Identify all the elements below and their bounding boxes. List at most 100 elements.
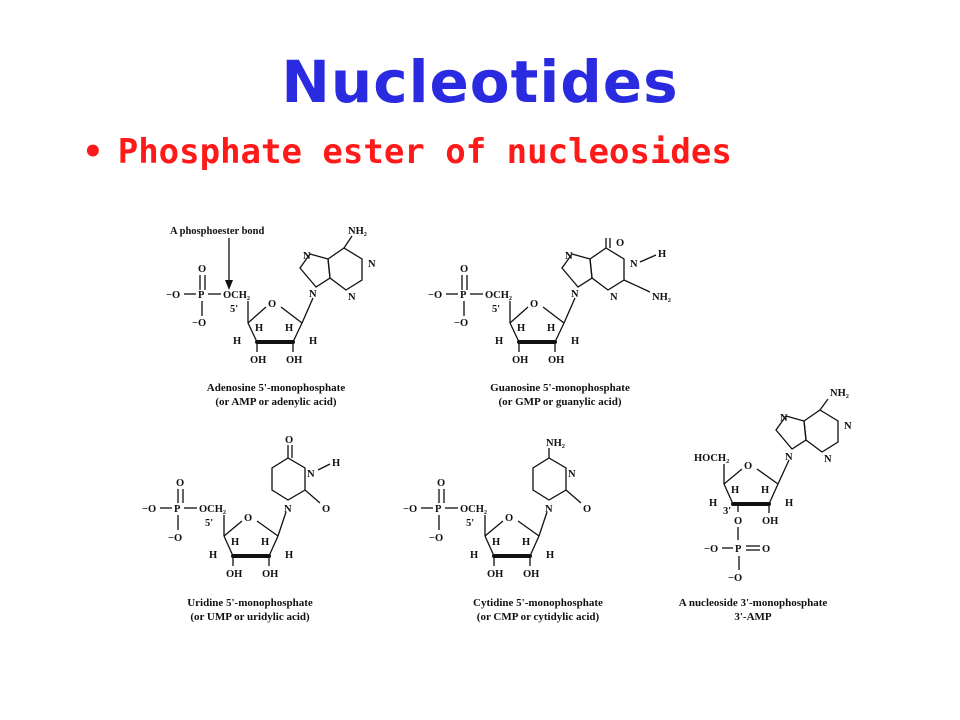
gmp-3oh: OH bbox=[548, 355, 564, 366]
amp3-2oh: OH bbox=[762, 516, 778, 527]
amp3-caption-1: A nucleoside 3'-monophosphate bbox=[679, 597, 828, 609]
amp3-ring-bond bbox=[723, 468, 743, 485]
amp3-3o: O bbox=[734, 516, 742, 527]
ump-n3-h: H bbox=[332, 458, 340, 469]
cmp-ring-bond bbox=[529, 535, 540, 557]
ump-uracil-ring bbox=[271, 457, 306, 501]
cmp-cytosine-ring bbox=[532, 457, 567, 501]
ump-structure: O −O P OCH₂ −O 5' O H H H H OH OH N O N … bbox=[142, 435, 340, 623]
ump-n1: N bbox=[284, 504, 292, 515]
amp3-h: H bbox=[731, 485, 739, 496]
amp3-ring-bond bbox=[768, 483, 779, 505]
ump-o4: O bbox=[285, 435, 293, 446]
cmp-structure: O −O P OCH₂ −O 5' O H H H H OH OH N NH₂ … bbox=[403, 438, 603, 623]
cmp-ring-bond bbox=[484, 520, 504, 537]
ump-5prime: 5' bbox=[205, 518, 213, 529]
cmp-o-minus-bottom: −O bbox=[429, 533, 443, 544]
amp-ring-bond bbox=[247, 322, 258, 343]
amp3-phosphorus: P bbox=[735, 544, 742, 555]
gmp-ring-bond bbox=[509, 306, 529, 324]
amp-imidazole-ring bbox=[299, 253, 331, 288]
amp-ring-bond bbox=[280, 306, 303, 324]
amp3-ring-bond bbox=[723, 483, 734, 505]
cmp-3oh: OH bbox=[523, 569, 539, 580]
ump-phosphorus: P bbox=[174, 504, 181, 515]
amp3-o-minus-bottom: −O bbox=[728, 573, 742, 584]
amp3-ring-bond bbox=[756, 468, 779, 485]
ump-bond bbox=[317, 463, 331, 471]
ump-ring-bond bbox=[256, 520, 279, 537]
gmp-caption-2: (or GMP or guanylic acid) bbox=[498, 396, 621, 408]
amp-pyrimidine-ring bbox=[327, 247, 363, 291]
cmp-nh2: NH₂ bbox=[546, 438, 565, 449]
bullet-dot: • bbox=[82, 132, 104, 172]
gmp-phosphate-oxygen: O bbox=[460, 264, 468, 275]
cmp-h: H bbox=[492, 537, 500, 548]
cmp-h: H bbox=[522, 537, 530, 548]
amp-ring-bond bbox=[247, 306, 267, 324]
gmp-caption-1: Guanosine 5'-monophosphate bbox=[490, 382, 630, 394]
cmp-2oh: OH bbox=[487, 569, 503, 580]
amp-caption-2: (or AMP or adenylic acid) bbox=[215, 396, 337, 408]
ump-h: H bbox=[261, 537, 269, 548]
amp3-hoch2: HOCH₂ bbox=[694, 453, 729, 464]
amp-structure: A phosphoester bond O −O P OCH₂ −O 5' O … bbox=[166, 226, 376, 408]
amp3-o-minus-left: −O bbox=[704, 544, 718, 555]
ump-glycosidic-bond bbox=[277, 511, 287, 537]
amp-n3: N bbox=[348, 292, 356, 303]
amp-n1: N bbox=[368, 259, 376, 270]
cmp-bond bbox=[565, 489, 582, 504]
ump-och2: OCH₂ bbox=[199, 504, 226, 515]
amp3-bond bbox=[819, 398, 829, 411]
gmp-phosphorus: P bbox=[460, 290, 467, 301]
amp3-3prime: 3' bbox=[723, 506, 731, 517]
amp-nh2: NH₂ bbox=[348, 226, 367, 237]
amp-h: H bbox=[233, 336, 241, 347]
cmp-h: H bbox=[470, 550, 478, 561]
ump-2oh: OH bbox=[226, 569, 242, 580]
gmp-nh2: NH₂ bbox=[652, 292, 671, 303]
gmp-ring-bond bbox=[542, 306, 565, 324]
ump-ring-bond bbox=[223, 535, 234, 557]
amp-2oh: OH bbox=[250, 355, 266, 366]
cmp-n3: N bbox=[568, 469, 576, 480]
ump-o2: O bbox=[322, 504, 330, 515]
gmp-ring-bond bbox=[509, 322, 520, 343]
amp3-n9: N bbox=[785, 452, 793, 463]
ump-3oh: OH bbox=[262, 569, 278, 580]
cmp-caption-2: (or CMP or cytidylic acid) bbox=[477, 611, 600, 623]
gmp-ring-bond bbox=[554, 322, 565, 343]
cmp-o2: O bbox=[583, 504, 591, 515]
cmp-ring-bond bbox=[484, 535, 495, 557]
page-title: Nucleotides bbox=[281, 48, 679, 116]
gmp-h: H bbox=[547, 323, 555, 334]
gmp-structure: O −O P OCH₂ −O 5' O H H H H OH OH N N O … bbox=[428, 238, 671, 408]
gmp-n7: N bbox=[565, 251, 573, 262]
amp-h: H bbox=[309, 336, 317, 347]
cmp-o-minus-left: −O bbox=[403, 504, 417, 515]
gmp-h: H bbox=[495, 336, 503, 347]
amp-caption-1: Adenosine 5'-monophosphate bbox=[207, 382, 346, 394]
gmp-h: H bbox=[517, 323, 525, 334]
gmp-o6: O bbox=[616, 238, 624, 249]
bullet-text: Phosphate ester of nucleosides bbox=[117, 132, 732, 172]
amp3-phosphate-oxygen: O bbox=[762, 544, 770, 555]
gmp-bond bbox=[623, 279, 651, 293]
gmp-ring-oxygen: O bbox=[530, 299, 538, 310]
ump-h: H bbox=[209, 550, 217, 561]
cmp-phosphorus: P bbox=[435, 504, 442, 515]
ump-h: H bbox=[285, 550, 293, 561]
cmp-n1: N bbox=[545, 504, 553, 515]
ump-ring-oxygen: O bbox=[244, 513, 252, 524]
cmp-ring-bond bbox=[517, 520, 540, 537]
amp3-ring-oxygen: O bbox=[744, 461, 752, 472]
gmp-och2: OCH₂ bbox=[485, 290, 512, 301]
amp3-n3: N bbox=[824, 454, 832, 465]
amp3-caption-2: 3'-AMP bbox=[734, 611, 772, 623]
cmp-glycosidic-bond bbox=[538, 511, 548, 537]
amp-5prime: 5' bbox=[230, 304, 238, 315]
amp-bond bbox=[343, 235, 353, 249]
amp-phosphate-oxygen: O bbox=[198, 264, 206, 275]
amp-och2: OCH₂ bbox=[223, 290, 250, 301]
